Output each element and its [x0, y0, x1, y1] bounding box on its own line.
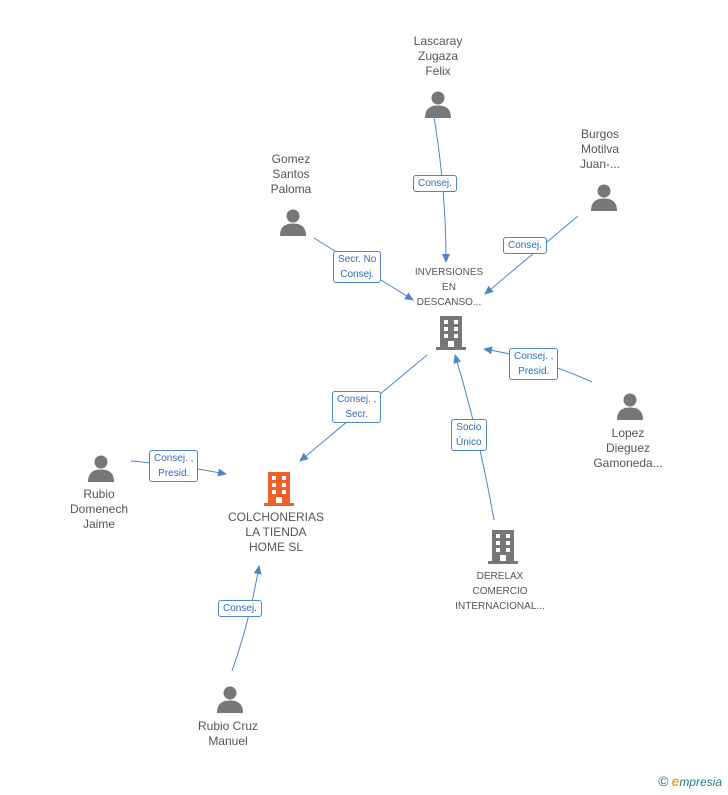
- person-icon[interactable]: [278, 207, 308, 237]
- node-label-line: Rubio: [83, 487, 115, 501]
- person-icon[interactable]: [615, 391, 645, 421]
- person-icon[interactable]: [215, 684, 245, 714]
- edge-label-line: Consej. ,: [154, 453, 194, 464]
- copyright-symbol: ©: [658, 773, 669, 789]
- node-label-line: INTERNACIONAL...: [455, 601, 545, 612]
- node-label-line: Santos: [272, 167, 310, 181]
- edge-label-line: Consej. ,: [514, 351, 554, 362]
- node-label-line: HOME SL: [248, 540, 303, 554]
- node-label[interactable]: INVERSIONES EN DESCANSO...: [394, 265, 504, 310]
- edge-label[interactable]: Consej. , Secr.: [332, 391, 382, 423]
- node-label-line: Rubio Cruz: [197, 719, 259, 733]
- edge-label-line: Presid.: [158, 468, 190, 479]
- node-label-line: Manuel: [208, 734, 248, 748]
- node-label-line: LA TIENDA: [245, 525, 307, 539]
- edge-label-line: Único: [456, 437, 482, 448]
- person-icon[interactable]: [86, 453, 116, 483]
- edge-label-line: Presid.: [518, 366, 550, 377]
- building-icon[interactable]: [486, 529, 520, 565]
- edge-label-line: Consej.: [223, 603, 257, 614]
- brand-name: mpresia: [679, 775, 722, 789]
- node-label-line: INVERSIONES: [414, 267, 484, 278]
- building-icon[interactable]: [434, 315, 468, 351]
- node-label-line: DESCANSO...: [416, 297, 482, 308]
- main-building-icon[interactable]: [262, 471, 296, 507]
- node-label-line: Dieguez: [605, 441, 651, 455]
- node-label-line: Burgos: [580, 127, 620, 141]
- node-label-line: Gomez: [271, 152, 311, 166]
- edge-label-line: Socio: [456, 422, 482, 433]
- edge-label-line: Consej. ,: [337, 394, 377, 405]
- person-icon[interactable]: [589, 182, 619, 212]
- node-label-line: Gamoneda...: [593, 456, 663, 470]
- node-label-line: Zugaza: [417, 49, 459, 63]
- edge-label[interactable]: Consej. , Presid.: [509, 348, 559, 380]
- edge-label[interactable]: Consej. , Presid.: [149, 450, 199, 482]
- node-label-line: Lascaray: [413, 34, 463, 48]
- node-label-line: Juan-...: [579, 157, 621, 171]
- edge-label[interactable]: Consej.: [413, 175, 457, 192]
- node-label-line: Felix: [425, 64, 451, 78]
- edge-label-line: Consej.: [340, 269, 375, 280]
- node-label-line: COMERCIO: [472, 586, 528, 597]
- empresia-logo: ©empresia: [658, 773, 722, 789]
- node-label-line: DERELAX: [476, 571, 524, 582]
- edge-label[interactable]: Consej.: [503, 237, 547, 254]
- node-label[interactable]: DERELAX COMERCIO INTERNACIONAL...: [440, 569, 560, 614]
- edge-burgos-inv: [484, 215, 579, 295]
- node-label-line: Jaime: [82, 517, 115, 531]
- edge-label-line: Secr.: [345, 409, 369, 420]
- node-label-line: Lopez: [611, 426, 645, 440]
- node-label-line: COLCHONERIAS: [227, 510, 325, 524]
- edge-label[interactable]: Secr. No Consej.: [333, 251, 382, 283]
- node-label-line: Motilva: [580, 142, 619, 156]
- brand-initial: e: [671, 773, 680, 789]
- edge-cruz-colch: [231, 565, 262, 672]
- person-icon[interactable]: [423, 89, 453, 119]
- node-label-line: Domenech: [69, 502, 129, 516]
- edge-label-line: Consej.: [508, 240, 542, 251]
- node-label-line: EN: [442, 282, 456, 293]
- edge-label-line: Consej.: [418, 178, 452, 189]
- edge-label[interactable]: Consej.: [218, 600, 262, 617]
- edge-label-line: Secr. No: [338, 254, 377, 265]
- node-label-line: Paloma: [270, 182, 312, 196]
